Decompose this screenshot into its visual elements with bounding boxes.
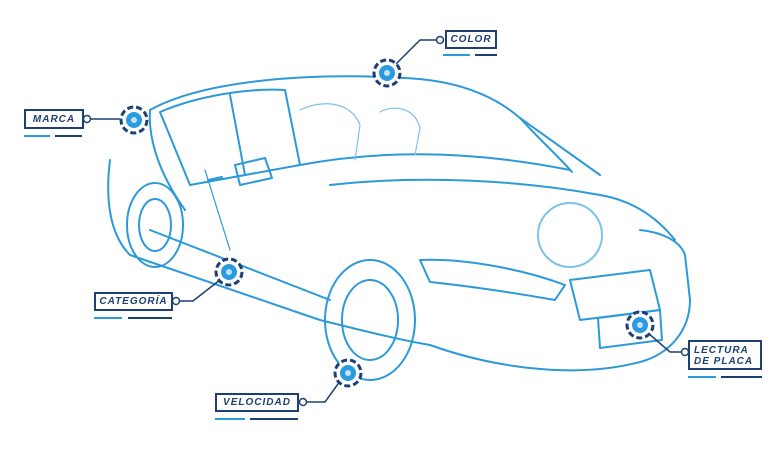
connector-color-node: [435, 35, 445, 45]
rear-wheel: [126, 182, 184, 268]
connector-marca-node: [82, 114, 92, 124]
interior-seat: [299, 103, 361, 161]
side-mirror: [234, 157, 273, 186]
front-wheel: [324, 259, 416, 381]
label-velocidad: VELOCIDAD: [215, 393, 299, 412]
windshield-base: [299, 153, 571, 171]
label-lectura-de-placa: LECTURA DE PLACA: [688, 340, 762, 370]
connector-velocidad: [303, 376, 344, 403]
front-bumper: [429, 229, 691, 372]
accent-bars: [24, 54, 762, 420]
label-marca: MARCA: [24, 109, 84, 129]
connector-lines: [82, 35, 690, 407]
interior-seat-2: [379, 107, 421, 156]
spare-wheel: [537, 202, 603, 268]
dashed-target-icon: [372, 58, 402, 88]
connector-categoria-node: [171, 296, 181, 306]
markers: [119, 58, 655, 388]
roof-line: [149, 75, 601, 176]
connector-categoria: [176, 275, 226, 302]
headlight: [419, 258, 566, 301]
b-pillar: [229, 94, 246, 176]
rear-wheel-rim: [138, 198, 172, 252]
hood: [329, 178, 676, 241]
dashed-target-icon: [119, 105, 149, 135]
connector-velocidad-node: [298, 397, 308, 407]
car-body: [107, 75, 691, 381]
connector-color: [386, 39, 440, 74]
door-handle: [207, 176, 223, 181]
body-side: [107, 159, 431, 346]
front-wheel-rim: [341, 279, 399, 361]
door-line: [204, 169, 231, 251]
dashed-target-icon: [333, 358, 363, 388]
label-color: COLOR: [445, 30, 497, 49]
a-pillar: [519, 117, 573, 173]
label-categoria: CATEGORÍA: [94, 292, 173, 311]
side-window: [159, 88, 301, 186]
dashed-target-icon: [214, 257, 244, 287]
dashed-target-icon: [625, 310, 655, 340]
connector-lectura: [647, 332, 685, 353]
